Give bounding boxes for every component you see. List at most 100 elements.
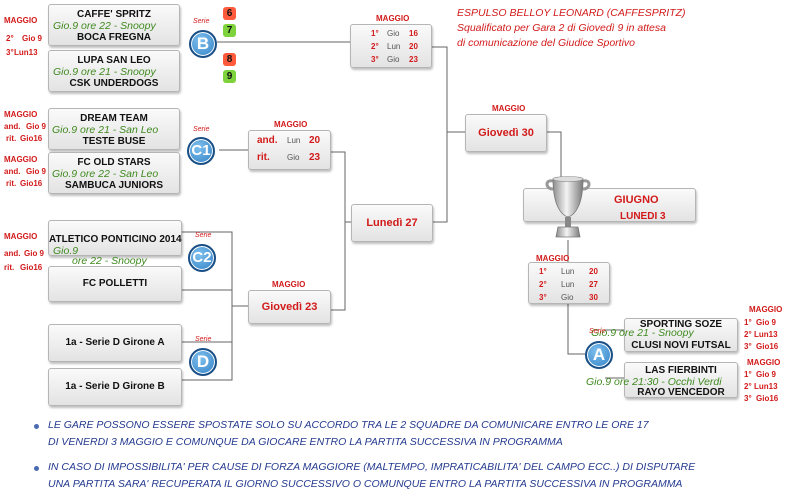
team-home: LAS FIERBINTI	[645, 365, 717, 376]
serie-label: Serie	[589, 328, 606, 335]
day-1: Gio 9	[756, 318, 777, 327]
team-home: FC OLD STARS	[77, 157, 151, 168]
final-month: GIUGNO	[614, 194, 659, 206]
match-card-a1[interactable]: SPORTING SOZE CLUSI NOVI FUTSAL	[624, 318, 738, 352]
match-card-b1[interactable]: CAFFE' SPRITZ Gio.9 ore 22 - Snoopy BOCA…	[48, 4, 180, 46]
round-1: 1°	[371, 29, 379, 38]
group-badge-a[interactable]: A	[585, 341, 613, 369]
num-2: 27	[589, 280, 598, 289]
notice-line-2: Squalificato per Gara 2 di Giovedì 9 in …	[457, 22, 666, 34]
match-info: Gio.9 ore 21:30 - Occhi Verdi	[586, 376, 722, 388]
leg1-day: Gio 9	[24, 249, 45, 258]
final-box[interactable]	[523, 188, 696, 222]
team-away: FC POLLETTI	[82, 278, 148, 289]
leg1-label: and.	[4, 249, 21, 258]
match-card-b2[interactable]: LUPA SAN LEO Gio.9 ore 21 - Snoopy CSK U…	[48, 50, 180, 92]
num-1: 20	[589, 267, 598, 276]
serie-label: Serie	[195, 336, 212, 343]
leg1-day: Gio 9	[26, 122, 47, 131]
serie-label: Serie	[195, 232, 212, 239]
round-2: 2°	[371, 42, 379, 51]
team-away: CSK UNDERDOGS	[69, 78, 159, 89]
leg2-label: rit.	[6, 134, 17, 143]
day-1: Gio 9	[756, 370, 777, 379]
date-month: MAGGIO	[272, 280, 306, 289]
num-2: 23	[309, 152, 321, 163]
date-month: MAGGIO	[536, 254, 570, 263]
num-3: 30	[589, 293, 598, 302]
semi-c1-box[interactable]: and. Lun 20 rit. Gio 23	[248, 130, 331, 170]
match-card-a2[interactable]: LAS FIERBINTI RAYO VENCEDOR	[624, 362, 738, 398]
leg2-day: Gio16	[20, 134, 43, 143]
match-info: Gio.9 ore 21 - Snoopy	[53, 66, 156, 78]
round-1: 1°	[744, 318, 752, 327]
match-date: Giovedì 23	[261, 301, 318, 313]
group-badge-c2[interactable]: C2	[188, 244, 216, 272]
group-badge-c1[interactable]: C1	[187, 137, 215, 165]
serie-label: Serie	[193, 18, 210, 25]
semi-cd-box[interactable]: Giovedì 23	[248, 290, 331, 324]
round-2: 2°	[744, 382, 752, 391]
match-info: Gio.9 ore 22 - San Leo	[52, 168, 159, 180]
notice-line-1: ESPULSO BELLOY LEONARD (CAFFESPRITZ)	[457, 7, 686, 19]
round-3: 3°	[371, 55, 379, 64]
semi-mid-box[interactable]: Lunedì 27	[351, 204, 433, 242]
match-card-d2[interactable]: 1a - Serie D Girone B	[48, 368, 182, 406]
semi-right-box[interactable]: 1° Lun 20 2° Lun 27 3° Gio 30	[528, 262, 610, 304]
round-label: 2°	[6, 34, 14, 43]
date-month: MAGGIO	[4, 110, 38, 119]
match-card-c1a[interactable]: DREAM TEAM Gio.9 ore 21 - San Leo TESTE …	[48, 108, 180, 150]
final-day: LUNEDI 3	[620, 211, 666, 222]
day-2: Lun13	[754, 382, 778, 391]
match-info: Gio.9 ore 21 - San Leo	[52, 124, 159, 136]
team-home: LUPA SAN LEO	[77, 55, 151, 66]
leg2-day: Gio16	[20, 263, 43, 272]
day-2: Lun	[561, 280, 575, 289]
round-2: 2°	[744, 330, 752, 339]
date-month: MAGGIO	[4, 155, 38, 164]
score-7: 7	[223, 24, 236, 37]
date-month: MAGGIO	[4, 16, 38, 25]
match-card-c2a[interactable]: ATLETICO PONTICINO 2014 Gio.9	[48, 220, 182, 257]
team-home: CAFFE' SPRITZ	[76, 9, 152, 20]
day-3: Gio16	[756, 342, 779, 351]
match-info-time: ore 22 - Snoopy	[72, 255, 147, 267]
num-2: 20	[409, 42, 418, 51]
day-3: Gio	[387, 55, 400, 64]
team-home: ATLETICO PONTICINO 2014	[49, 234, 182, 245]
round-3: 3°	[744, 342, 752, 351]
match-info: Gio.9 ore 22 - Snoopy	[53, 20, 156, 32]
day-2: Lun13	[754, 330, 778, 339]
semi-top-box[interactable]: 1° Gio 16 2° Lun 20 3° Gio 23	[350, 24, 432, 68]
round2-day: Lun13	[14, 48, 38, 57]
semi-final-box[interactable]: Giovedì 30	[465, 114, 547, 152]
day-1: Lun	[287, 136, 301, 145]
date-month: MAGGIO	[4, 232, 38, 241]
leg1-label: and.	[4, 167, 21, 176]
leg2-label: rit.	[4, 263, 15, 272]
leg2-label: rit.	[6, 179, 17, 188]
day-1: Gio	[387, 29, 400, 38]
team-away: TESTE BUSE	[82, 136, 146, 147]
team-home: SPORTING SOZE	[639, 319, 723, 330]
note-1-line-1: LE GARE POSSONO ESSERE SPOSTATE SOLO SU …	[48, 419, 649, 431]
match-date: Giovedì 30	[478, 127, 534, 139]
date-month: MAGGIO	[492, 104, 526, 113]
day-2: Gio	[287, 153, 300, 162]
day-1: Lun	[561, 267, 575, 276]
match-card-d1[interactable]: 1a - Serie D Girone A	[48, 324, 182, 362]
team-home: 1a - Serie D Girone A	[65, 337, 165, 348]
team-away: CLUSI NOVI FUTSAL	[631, 340, 731, 351]
num-1: 16	[409, 29, 418, 38]
date-month: MAGGIO	[749, 305, 783, 314]
group-badge-b[interactable]: B	[189, 30, 217, 58]
num-1: 20	[309, 135, 321, 146]
group-badge-d[interactable]: D	[189, 348, 217, 376]
round-day: Gio 9	[22, 34, 43, 43]
bullet-icon	[34, 466, 39, 471]
match-card-c2b[interactable]: FC POLLETTI	[48, 266, 182, 302]
score-8: 8	[223, 53, 236, 66]
match-card-c1b[interactable]: FC OLD STARS Gio.9 ore 22 - San Leo SAMB…	[48, 152, 180, 194]
trophy-icon	[545, 176, 591, 238]
